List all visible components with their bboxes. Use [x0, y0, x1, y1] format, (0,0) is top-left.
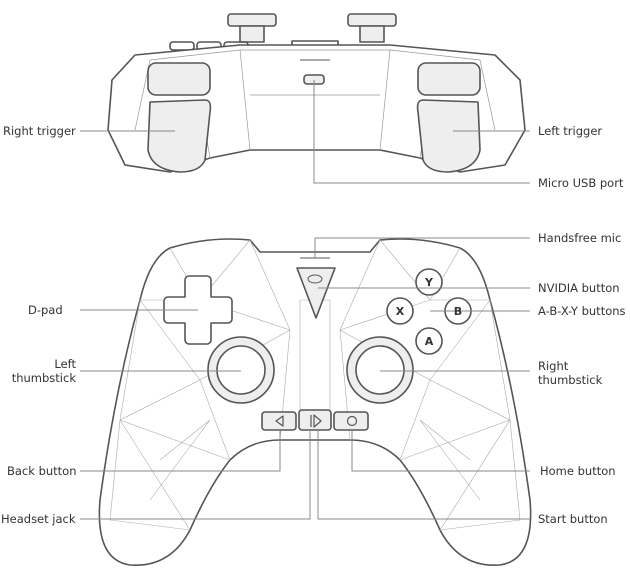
label-headset-jack: Headset jack: [1, 512, 76, 526]
label-start-button: Start button: [538, 512, 608, 526]
label-right-thumbstick-line1: Right: [538, 359, 569, 373]
label-dpad: D-pad: [28, 303, 63, 317]
label-left-thumbstick-line2: thumbstick: [11, 371, 76, 385]
label-right-thumbstick: Right thumbstick: [538, 359, 602, 387]
label-back-button: Back button: [7, 464, 77, 478]
back-button-shape: [261, 411, 297, 431]
home-button-shape: [333, 411, 369, 431]
leader-lines: [80, 80, 530, 520]
label-left-thumbstick-line1: Left: [54, 357, 76, 371]
b-button: B: [454, 305, 462, 318]
label-left-thumbstick: Left thumbstick: [0, 357, 76, 385]
y-button: Y: [424, 276, 434, 289]
label-handsfree-mic: Handsfree mic: [538, 231, 622, 245]
start-button-shape: [298, 409, 332, 431]
nvidia-button-shape: [296, 267, 336, 319]
controller-top-view: [107, 13, 526, 173]
right-trigger: [147, 99, 212, 173]
label-right-trigger: Right trigger: [3, 124, 76, 138]
label-right-thumbstick-line2: thumbstick: [538, 373, 603, 387]
left-trigger: [416, 99, 481, 173]
x-button: X: [396, 305, 405, 318]
label-home-button: Home button: [540, 464, 616, 478]
a-button: A: [425, 335, 434, 348]
label-micro-usb-port: Micro USB port: [538, 176, 624, 190]
label-abxy-buttons: A-B-X-Y buttons: [538, 304, 626, 318]
label-nvidia-button: NVIDIA button: [538, 281, 620, 295]
label-left-trigger: Left trigger: [538, 124, 603, 138]
